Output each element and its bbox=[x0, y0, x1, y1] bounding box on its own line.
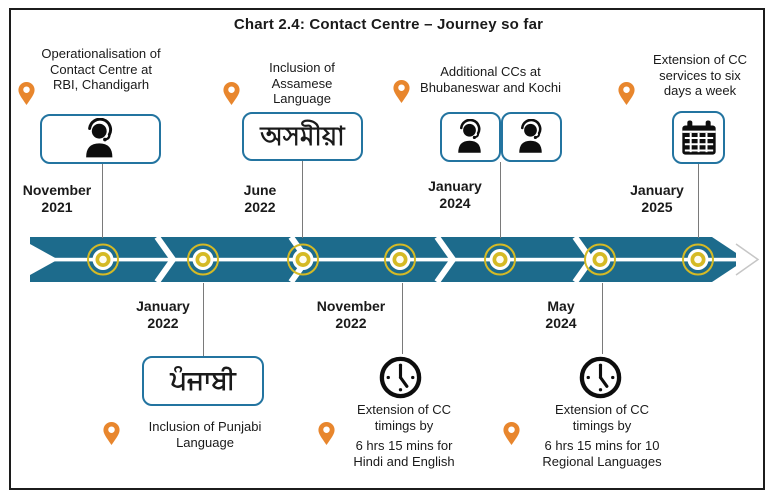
location-pin-icon bbox=[393, 80, 410, 103]
chart-title: Chart 2.4: Contact Centre – Journey so f… bbox=[233, 16, 544, 33]
chart-border-frame bbox=[9, 8, 765, 490]
assamese-text: অসমীয়া bbox=[260, 121, 345, 152]
connector-line bbox=[602, 283, 603, 354]
milestone-caption: Extension of CC timings by 6 hrs 15 mins… bbox=[542, 402, 662, 469]
milestone-label: Operationalisation of Contact Centre at … bbox=[41, 46, 161, 93]
milestone-label: Additional CCs at Bhubaneswar and Kochi bbox=[420, 64, 561, 95]
location-pin-icon bbox=[103, 422, 120, 445]
connector-line bbox=[698, 164, 699, 238]
connector-line bbox=[102, 164, 103, 238]
milestone-icon-box bbox=[440, 112, 501, 162]
milestone-date: November 2021 bbox=[22, 182, 92, 215]
milestone-date: November 2022 bbox=[316, 298, 386, 331]
milestone-icon-box bbox=[501, 112, 562, 162]
location-pin-icon bbox=[503, 422, 520, 445]
milestone-language-box: ਪੰਜਾਬੀ bbox=[142, 356, 264, 406]
connector-line bbox=[500, 162, 501, 238]
milestone-date: January 2025 bbox=[630, 182, 684, 215]
headset-agent-icon bbox=[85, 118, 112, 158]
location-pin-icon bbox=[318, 422, 335, 445]
milestone-icon-box bbox=[672, 111, 725, 164]
milestone-label: Extension of CC services to six days a w… bbox=[653, 52, 747, 99]
location-pin-icon bbox=[618, 82, 635, 105]
milestone-language-box: অসমীয়া bbox=[242, 112, 363, 161]
milestone-caption: Inclusion of Punjabi Language bbox=[148, 419, 262, 450]
clock-icon bbox=[579, 356, 622, 399]
milestone-label: Inclusion of Assamese Language bbox=[269, 60, 335, 107]
clock-icon bbox=[379, 356, 422, 399]
headset-agent-icon bbox=[518, 119, 542, 153]
milestone-icon-box bbox=[40, 114, 161, 164]
connector-line bbox=[302, 161, 303, 238]
connector-line bbox=[203, 283, 204, 356]
calendar-icon bbox=[681, 120, 716, 155]
milestone-caption: Extension of CC timings by 6 hrs 15 mins… bbox=[353, 402, 455, 469]
milestone-date: May 2024 bbox=[545, 298, 577, 331]
connector-line bbox=[402, 283, 403, 354]
milestone-date: June 2022 bbox=[243, 182, 277, 215]
punjabi-text: ਪੰਜਾਬੀ bbox=[170, 366, 236, 396]
location-pin-icon bbox=[18, 82, 35, 105]
headset-agent-icon bbox=[457, 119, 481, 153]
location-pin-icon bbox=[223, 82, 240, 105]
milestone-date: January 2024 bbox=[428, 178, 482, 211]
milestone-date: January 2022 bbox=[136, 298, 190, 331]
